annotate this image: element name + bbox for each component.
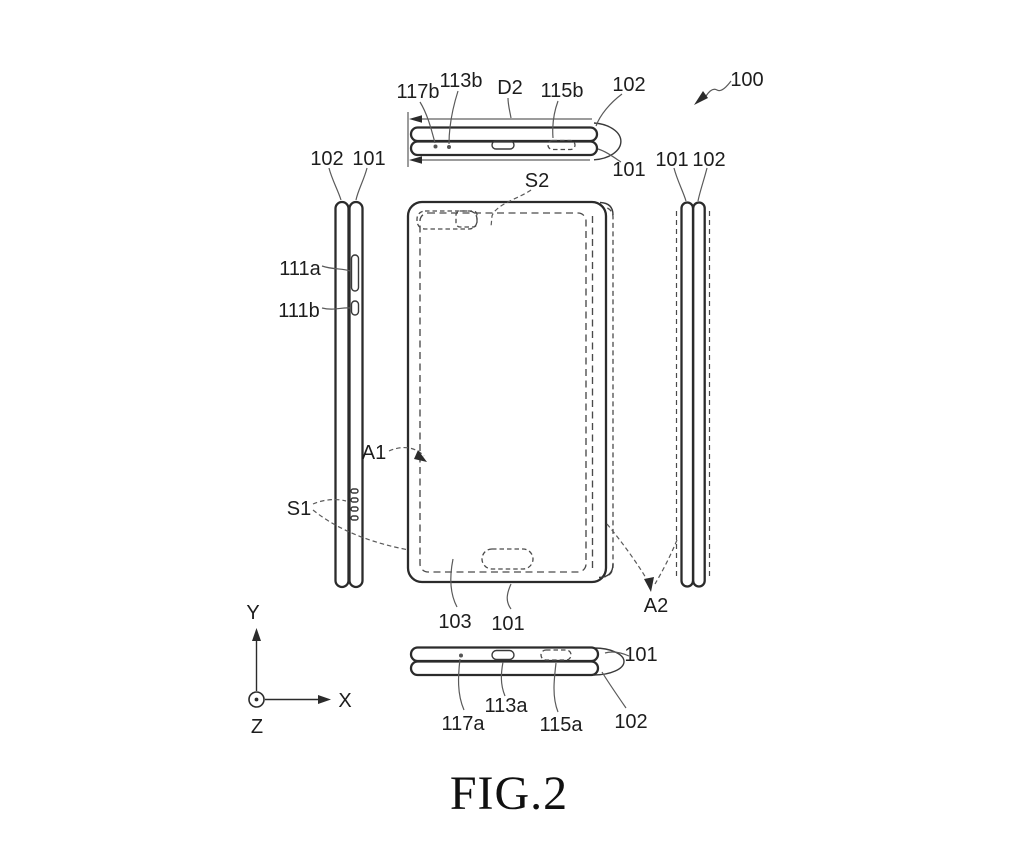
label-102-top: 102 [612, 74, 645, 96]
label-113b: 113b [439, 70, 482, 92]
label-s2: S2 [525, 170, 549, 192]
leader-117a [457, 658, 465, 711]
leader-101-top [597, 148, 622, 163]
label-101-top: 101 [612, 159, 645, 181]
label-101-right: 101 [655, 149, 688, 171]
label-117b: 117b [396, 81, 439, 103]
dimension-arrow-top [409, 115, 422, 123]
hole-113b [447, 145, 451, 149]
coordinate-axes: Y X Z [246, 602, 351, 738]
mic-hole-117b [433, 144, 438, 149]
label-100: 100 [730, 69, 763, 91]
figure-title: FIG.2 [450, 767, 568, 820]
leader-101-front [506, 583, 512, 610]
label-101-left: 101 [352, 148, 385, 170]
side-slot-3 [350, 506, 359, 512]
label-115b: 115b [540, 80, 583, 102]
front-panel-outline [406, 200, 608, 584]
dimension-arrow-bottom [409, 156, 422, 164]
leader-101-bottom [604, 651, 630, 657]
label-s1: S1 [287, 498, 311, 520]
leader-d2 [507, 97, 512, 119]
a2-leader-from-side [654, 539, 678, 585]
camera-box-dashed [455, 210, 478, 228]
right-view-housing-101 [680, 201, 695, 588]
speaker-grille-115a [540, 649, 572, 661]
a1-arrowhead [414, 450, 427, 462]
leader-113a [500, 661, 506, 697]
leader-111a [321, 265, 351, 272]
z-axis-dot [254, 697, 259, 702]
front-view: A1 A2 103 101 [362, 189, 678, 635]
label-102-bottom: 102 [614, 711, 647, 733]
leader-103 [450, 558, 458, 608]
display-area-dashed [419, 212, 587, 573]
leader-101-right [673, 167, 687, 202]
label-113a: 113a [484, 695, 528, 717]
label-103: 103 [438, 611, 471, 633]
bottom-view-housing-102 [409, 660, 600, 677]
z-axis-circle [248, 691, 265, 708]
volume-key-111a [350, 254, 360, 292]
usb-port-113a [491, 649, 515, 661]
side-slot-1 [350, 488, 359, 494]
label-102-right: 102 [692, 149, 725, 171]
left-view-housing-102 [334, 200, 350, 589]
sensor-notch-dashed [416, 210, 478, 230]
bottom-edge-view: 101 102 117a 113a 115a [409, 644, 658, 736]
bottom-hinge-fold-arc [593, 647, 625, 676]
side-slot-2 [350, 497, 359, 503]
top-view-housing-101 [409, 140, 599, 157]
leader-115b [552, 100, 559, 139]
label-a1: A1 [362, 442, 386, 464]
rear-flap-top-corner [599, 201, 614, 216]
label-d2: D2 [497, 77, 523, 99]
a2-arrowhead [644, 577, 654, 592]
label-102-left: 102 [310, 148, 343, 170]
label-101-bottom: 101 [624, 644, 657, 666]
right-side-view: 101 102 [655, 149, 726, 588]
side-key-111b [350, 300, 360, 316]
leader-117b [419, 101, 436, 144]
leader-113b [448, 90, 459, 145]
a1-leader [388, 446, 425, 457]
x-axis-arrowhead [318, 695, 331, 704]
leader-102-right [697, 167, 708, 202]
leader-111b [321, 307, 351, 310]
s2-leader [490, 189, 532, 228]
leader-115a [553, 662, 559, 713]
hinge-fold-arc [593, 122, 622, 161]
connector-port [491, 140, 515, 150]
label-111a: 111a [279, 258, 321, 280]
label-101-front: 101 [491, 613, 524, 635]
axis-label-y: Y [246, 602, 259, 624]
top-edge-view: 117b 113b D2 115b 102 100 101 S2 [396, 69, 763, 192]
s1-leader-to-slots [312, 498, 347, 505]
label-115a: 115a [539, 714, 583, 736]
leader-102-left [328, 167, 342, 201]
rear-flap-bottom-corner [598, 563, 614, 579]
speaker-grille-115b [547, 139, 576, 151]
leader-102-bottom [601, 671, 627, 709]
mic-hole-117a [459, 653, 463, 658]
reference-100-squiggle [705, 80, 732, 97]
side-slot-4 [350, 515, 359, 521]
label-111b: 111b [278, 300, 320, 322]
left-view-housing-101 [348, 200, 364, 589]
home-key-dashed [481, 548, 534, 570]
axis-label-x: X [338, 690, 351, 712]
leader-102-top [595, 93, 623, 127]
axis-label-z: Z [251, 716, 263, 738]
leader-101-left [355, 167, 368, 201]
y-axis-arrowhead [252, 628, 261, 641]
top-view-housing-102 [409, 126, 599, 143]
label-117a: 117a [441, 713, 485, 735]
label-a2: A2 [644, 595, 668, 617]
reference-100-arrowhead [694, 91, 708, 105]
right-view-housing-102 [692, 201, 706, 588]
